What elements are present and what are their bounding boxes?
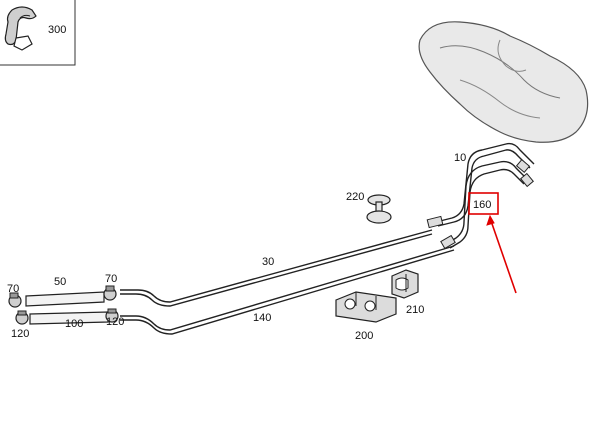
fuel-line-160 [440,160,534,250]
label-140: 140 [253,312,271,324]
clip-300-icon [4,6,37,51]
clamp-70-left-icon [8,292,22,308]
fuel-tank-illustration [418,21,589,143]
fuel-line-140 [120,245,455,335]
label-10: 10 [454,152,466,164]
inset-panel: 300 [0,0,76,66]
fuel-line-30 [120,229,433,307]
label-160: 160 [473,199,491,211]
label-220: 220 [346,191,364,203]
label-120-right: 120 [106,316,124,328]
clamp-120-left-icon [15,310,29,325]
label-210: 210 [406,304,424,316]
highlight-160: 160 [468,192,499,215]
label-100: 100 [65,318,83,330]
clamp-70-right-icon [103,285,117,301]
label-300: 300 [48,24,66,36]
fuel-line-10 [426,142,535,229]
bracket-210-icon [391,269,419,299]
hose-100 [29,311,109,325]
hose-50 [25,291,105,307]
label-30: 30 [262,256,274,268]
label-70-right: 70 [105,273,117,285]
label-70-left: 70 [7,283,19,295]
clamp-120-right-icon [105,308,119,323]
label-200: 200 [355,330,373,342]
clip-220-icon [366,194,392,224]
highlight-arrow [486,214,517,294]
label-120-left: 120 [11,328,29,340]
holder-200-icon [335,291,397,323]
label-50: 50 [54,276,66,288]
